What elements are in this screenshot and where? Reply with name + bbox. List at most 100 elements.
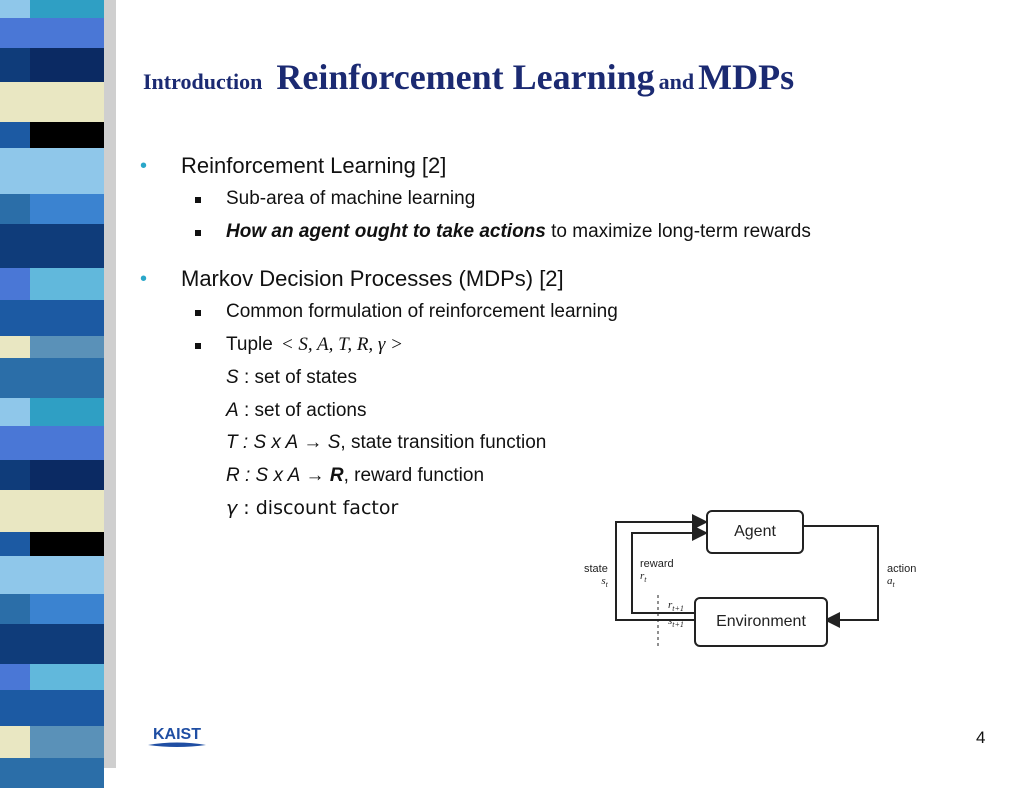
strip-block — [0, 664, 30, 690]
strip-block — [0, 122, 30, 148]
state-label: state st — [584, 563, 608, 591]
arrow-icon: → — [300, 465, 330, 486]
strip-block — [30, 336, 104, 358]
square-bullet — [195, 310, 201, 316]
strip-block — [0, 398, 30, 426]
strip-block — [30, 726, 104, 758]
strip-block — [0, 490, 104, 532]
next-reward-subscript: t+1 — [672, 604, 684, 614]
bullet-dot: • — [140, 155, 148, 177]
strip-block — [0, 0, 30, 18]
def-symbol: γ — [226, 497, 238, 519]
kaist-logo: KAIST — [146, 724, 208, 750]
strip-block — [0, 194, 30, 224]
strip-shadow — [104, 0, 116, 768]
strip-block — [30, 122, 104, 148]
agent-environment-diagram: Agent Environment state st reward rt act… — [578, 505, 938, 655]
section-heading-mdp: Markov Decision Processes (MDPs) [2] — [181, 266, 564, 291]
tuple-math: < S, A, T, R, γ > — [280, 334, 403, 355]
strip-block — [30, 664, 104, 690]
title-main-1: Reinforcement Learning — [276, 57, 655, 97]
def-desc: discount factor — [255, 497, 399, 519]
strip-block — [0, 758, 104, 788]
list-item-rest: to maximize long-term rewards — [545, 221, 811, 242]
reward-subscript: t — [644, 575, 647, 585]
def-symbol: T : S x A — [226, 432, 299, 453]
bullet-dot: • — [140, 268, 148, 290]
diagram-arrows — [615, 514, 879, 647]
next-state-subscript: t+1 — [672, 620, 684, 630]
def-target: S — [327, 432, 341, 453]
definition-r: R : S x A → R, reward function — [226, 465, 484, 487]
next-state-symbol: s — [668, 615, 673, 627]
square-bullet — [195, 197, 201, 203]
slide-title: Introduction Reinforcement Learning and … — [143, 56, 794, 98]
def-sep: : — [238, 400, 255, 421]
definition-t: T : S x A → S, state transition function — [226, 432, 546, 454]
strip-block — [0, 358, 104, 398]
strip-block — [0, 148, 104, 194]
tuple-line: Tuple < S, A, T, R, γ > — [226, 334, 403, 356]
definition-s: S : set of states — [226, 367, 357, 389]
strip-block — [30, 194, 104, 224]
action-label: action at — [887, 563, 916, 591]
definition-a: A : set of actions — [226, 400, 366, 422]
list-item: Sub-area of machine learning — [226, 188, 476, 209]
definition-gamma: γ : discount factor — [226, 497, 398, 520]
strip-block — [0, 300, 104, 336]
strip-block — [0, 268, 30, 300]
title-intro: Introduction — [143, 69, 263, 94]
next-reward-symbol: r — [668, 599, 673, 611]
def-desc: , state transition function — [340, 432, 547, 453]
strip-block — [0, 48, 30, 82]
strip-block — [0, 336, 30, 358]
action-text: action — [887, 563, 917, 575]
list-item: Common formulation of reinforcement lear… — [226, 301, 618, 322]
reward-label: reward rt — [640, 558, 674, 586]
def-desc: set of states — [254, 367, 357, 388]
strip-block — [30, 268, 104, 300]
arrow-icon: → — [298, 432, 328, 453]
state-symbol: s — [601, 575, 606, 587]
environment-box: Environment — [694, 597, 828, 647]
state-subscript: t — [605, 580, 608, 590]
strip-block — [0, 726, 30, 758]
action-subscript: t — [892, 580, 895, 590]
strip-block — [0, 556, 104, 594]
strip-block — [0, 532, 30, 556]
def-symbol: S — [226, 367, 239, 388]
state-text: state — [584, 563, 608, 575]
strip-block — [30, 460, 104, 490]
strip-block — [30, 532, 104, 556]
strip-block — [30, 398, 104, 426]
strip-block — [0, 426, 104, 460]
reward-text: reward — [640, 558, 674, 570]
section-heading-rl: Reinforcement Learning [2] — [181, 153, 447, 178]
def-desc: , reward function — [343, 465, 485, 486]
strip-block — [0, 594, 30, 624]
def-target: R — [329, 465, 344, 486]
strip-block — [30, 0, 104, 18]
action-symbol: a — [887, 575, 893, 587]
strip-block — [30, 48, 104, 82]
square-bullet — [195, 343, 201, 349]
strip-block — [0, 82, 104, 122]
def-sep: : — [237, 497, 256, 519]
square-bullet — [195, 230, 201, 236]
next-reward-label: rt+1 — [668, 599, 684, 615]
decorative-side-strip — [0, 0, 116, 788]
strip-block — [30, 594, 104, 624]
page-number: 4 — [976, 728, 986, 747]
def-symbol: A — [226, 400, 239, 421]
tuple-label: Tuple — [226, 334, 273, 355]
title-main-2: MDPs — [698, 57, 795, 97]
list-item: How an agent ought to take actions to ma… — [226, 221, 811, 243]
def-sep: : — [238, 367, 255, 388]
strip-block — [0, 460, 30, 490]
strip-block — [0, 690, 104, 726]
def-desc: set of actions — [254, 400, 367, 421]
next-state-label: st+1 — [668, 615, 684, 631]
strip-block — [0, 18, 104, 48]
reward-symbol: r — [640, 570, 645, 582]
kaist-logo-text: KAIST — [153, 726, 201, 743]
